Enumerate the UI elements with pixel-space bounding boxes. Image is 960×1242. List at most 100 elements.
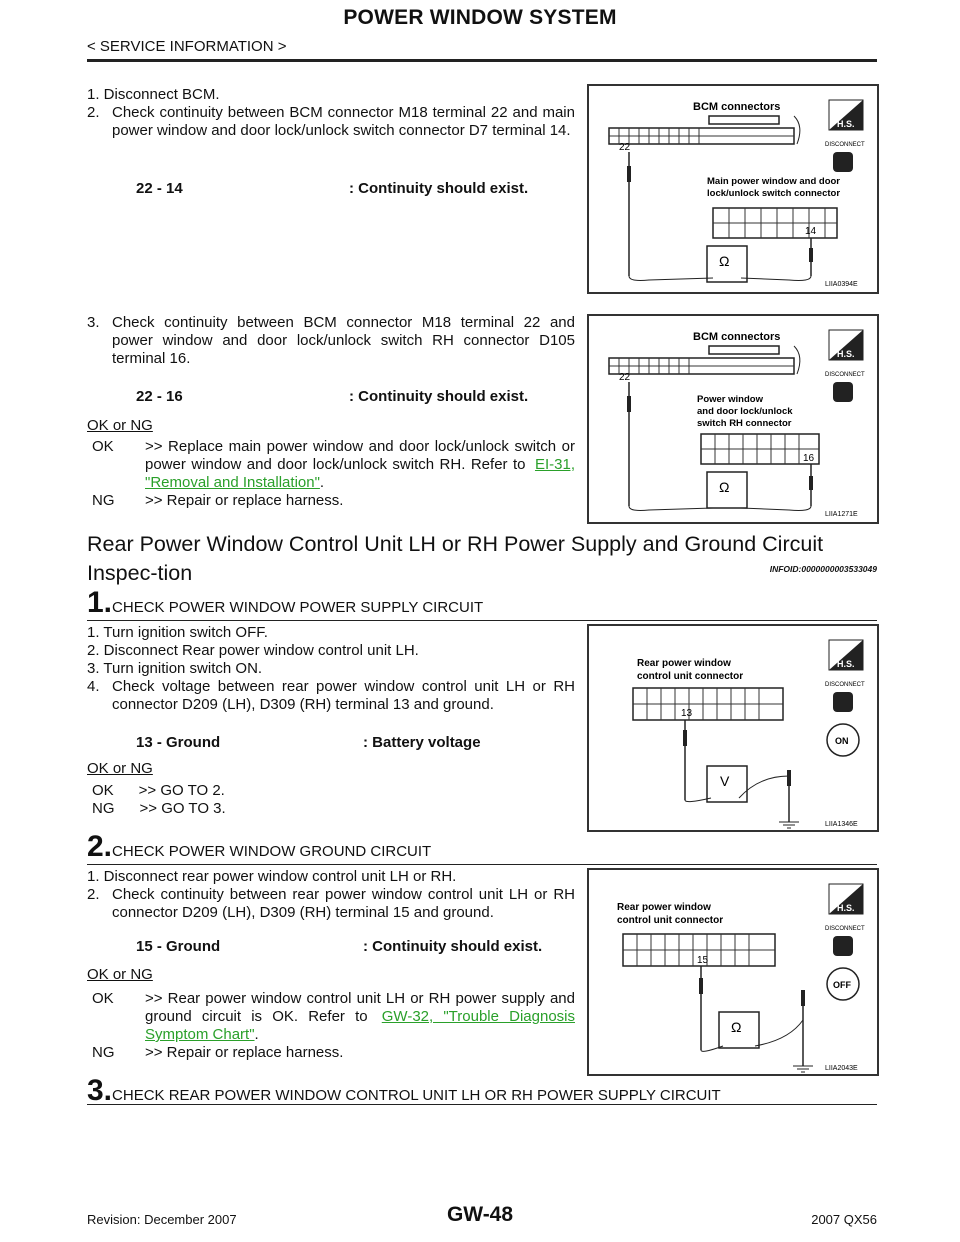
section-title: Rear Power Window Control Unit LH or RH … <box>87 532 824 585</box>
figure-bcm-to-main-switch: BCM connectors 22 Main power window and … <box>587 84 879 294</box>
disconnect-label: DISCONNECT <box>825 372 865 378</box>
step-text: Check continuity between BCM connector M… <box>112 104 575 139</box>
figure-code: LIIA1346E <box>825 821 858 828</box>
pin-22-label: 22 <box>619 142 631 153</box>
pin-14-label: 14 <box>805 226 817 237</box>
step-text: Check continuity between BCM connector M… <box>112 314 575 367</box>
svg-text:OFF: OFF <box>833 980 851 990</box>
instruction: 1. Disconnect rear power window control … <box>87 868 457 885</box>
ohmmeter <box>706 471 748 509</box>
ok-result: >> Replace main power window and door lo… <box>145 438 575 491</box>
spec-terminals: 22 - 14 <box>136 180 183 197</box>
ok-text: >> Rear power window control unit LH or … <box>145 990 575 1025</box>
pin-13-label: 13 <box>681 708 693 719</box>
bcm-connector-pins <box>609 128 794 144</box>
ng-text: >> Repair or replace harness. <box>145 492 344 509</box>
step-heading-3: 3.CHECK REAR POWER WINDOW CONTROL UNIT L… <box>87 1074 721 1108</box>
spec-result: : Continuity should exist. <box>363 938 543 955</box>
switch-connector-label-3: switch RH connector <box>697 418 792 429</box>
svg-text:H.S.: H.S. <box>837 659 855 669</box>
ground-icon <box>779 821 799 829</box>
probe-left <box>627 396 631 412</box>
svg-text:H.S.: H.S. <box>837 903 855 913</box>
instruction: 1. Turn ignition switch OFF. <box>87 624 268 641</box>
ohmmeter <box>706 245 748 283</box>
disconnect-label: DISCONNECT <box>825 142 865 148</box>
ng-label: NG <box>92 492 115 509</box>
svg-text:H.S.: H.S. <box>837 119 855 129</box>
pin-16-label: 16 <box>803 453 815 464</box>
probe-positive <box>683 730 687 746</box>
step-rule <box>87 1104 877 1105</box>
bcm-connector-outline <box>608 357 795 375</box>
spec-terminals: 15 - Ground <box>136 938 221 955</box>
instruction-check-continuity: 2. Check continuity between rear power w… <box>87 886 575 922</box>
disconnect-icon <box>833 692 853 712</box>
volt-symbol: V <box>720 773 730 789</box>
ok-label: OK <box>92 990 114 1007</box>
ok-text: >> Replace main power window and door lo… <box>145 438 575 473</box>
connector-label-2: control unit connector <box>617 915 723 926</box>
ng-text: >> Repair or replace harness. <box>145 1044 344 1061</box>
ok-result: >> Rear power window control unit LH or … <box>145 990 575 1043</box>
ok-or-ng-heading: OK or NG <box>87 966 153 983</box>
page-title: POWER WINDOW SYSTEM <box>343 6 617 29</box>
probe-negative <box>787 770 791 786</box>
ignition-on-icon <box>826 723 860 757</box>
step-number: 1. <box>87 586 113 619</box>
step-number: 4. <box>87 678 100 695</box>
step-title: CHECK POWER WINDOW POWER SUPPLY CIRCUIT <box>112 599 484 616</box>
instruction: 2. Disconnect Rear power window control … <box>87 642 419 659</box>
bcm-connectors-label: BCM connectors <box>693 331 780 343</box>
step-number: 2. <box>87 886 100 903</box>
step-disconnect-bcm: 1. Disconnect BCM. <box>87 86 220 103</box>
switch-connector-label: Power window <box>697 394 764 405</box>
probe-right <box>801 990 805 1006</box>
bcm-connector-outline <box>608 127 795 145</box>
disconnect-icon <box>833 936 853 956</box>
disconnect-label: DISCONNECT <box>825 926 865 932</box>
spec-result: : Continuity should exist. <box>349 180 529 197</box>
ok-result: OK >> GO TO 2. <box>92 782 225 799</box>
step-text: Check continuity between rear power wind… <box>112 886 575 921</box>
disconnect-icon <box>833 382 853 402</box>
ref-link-ei31[interactable]: EI-31, "Removal and Installation" <box>145 456 575 491</box>
ohm-symbol: Ω <box>719 253 729 269</box>
figure-code: LIIA2043E <box>825 1065 858 1072</box>
ref-link-gw32[interactable]: GW-32, "Trouble Diagnosis Symptom Chart" <box>145 1008 575 1043</box>
switch-connector-label-2: lock/unlock switch connector <box>707 188 840 199</box>
instruction-check-voltage: 4. Check voltage between rear power wind… <box>87 678 575 714</box>
info-id: INFOID:0000000003533049 <box>769 564 877 574</box>
spec-result: : Battery voltage <box>363 734 481 751</box>
ng-result: NG >> GO TO 3. <box>92 800 226 817</box>
disconnect-label: DISCONNECT <box>825 682 865 688</box>
connector-housing <box>708 115 780 125</box>
step-number: 3. <box>87 1074 113 1107</box>
step-heading-2: 2.CHECK POWER WINDOW GROUND CIRCUIT <box>87 830 431 864</box>
ground-icon <box>793 1065 813 1073</box>
step-rule <box>87 864 877 865</box>
svg-text:ON: ON <box>835 736 849 746</box>
pin-22-label: 22 <box>619 372 631 383</box>
connector-label-2: control unit connector <box>637 671 743 682</box>
disconnect-icon <box>833 152 853 172</box>
ok-or-ng-heading: OK or NG <box>87 760 153 777</box>
probe-right <box>809 476 813 490</box>
step-heading-1: 1.CHECK POWER WINDOW POWER SUPPLY CIRCUI… <box>87 586 483 620</box>
bcm-connectors-label: BCM connectors <box>693 101 780 113</box>
breadcrumb: < SERVICE INFORMATION > <box>87 38 287 55</box>
switch-connector-label: Main power window and door <box>707 176 840 187</box>
header-rule <box>87 59 877 62</box>
step-check-continuity-2: 3. Check continuity between BCM connecto… <box>87 314 575 368</box>
ignition-off-icon <box>826 967 860 1001</box>
probe-left <box>699 978 703 994</box>
figure-ground-check: Rear power window control unit connector… <box>587 868 879 1076</box>
svg-text:H.S.: H.S. <box>837 349 855 359</box>
ng-label: NG <box>92 1044 115 1061</box>
figure-code: LIIA1271E <box>825 511 858 518</box>
probe-right <box>809 248 813 262</box>
step-rule <box>87 620 877 621</box>
figure-voltage-check: Rear power window control unit connector… <box>587 624 879 832</box>
page-number: GW-48 <box>446 1203 514 1226</box>
step-title: CHECK POWER WINDOW GROUND CIRCUIT <box>112 843 432 860</box>
